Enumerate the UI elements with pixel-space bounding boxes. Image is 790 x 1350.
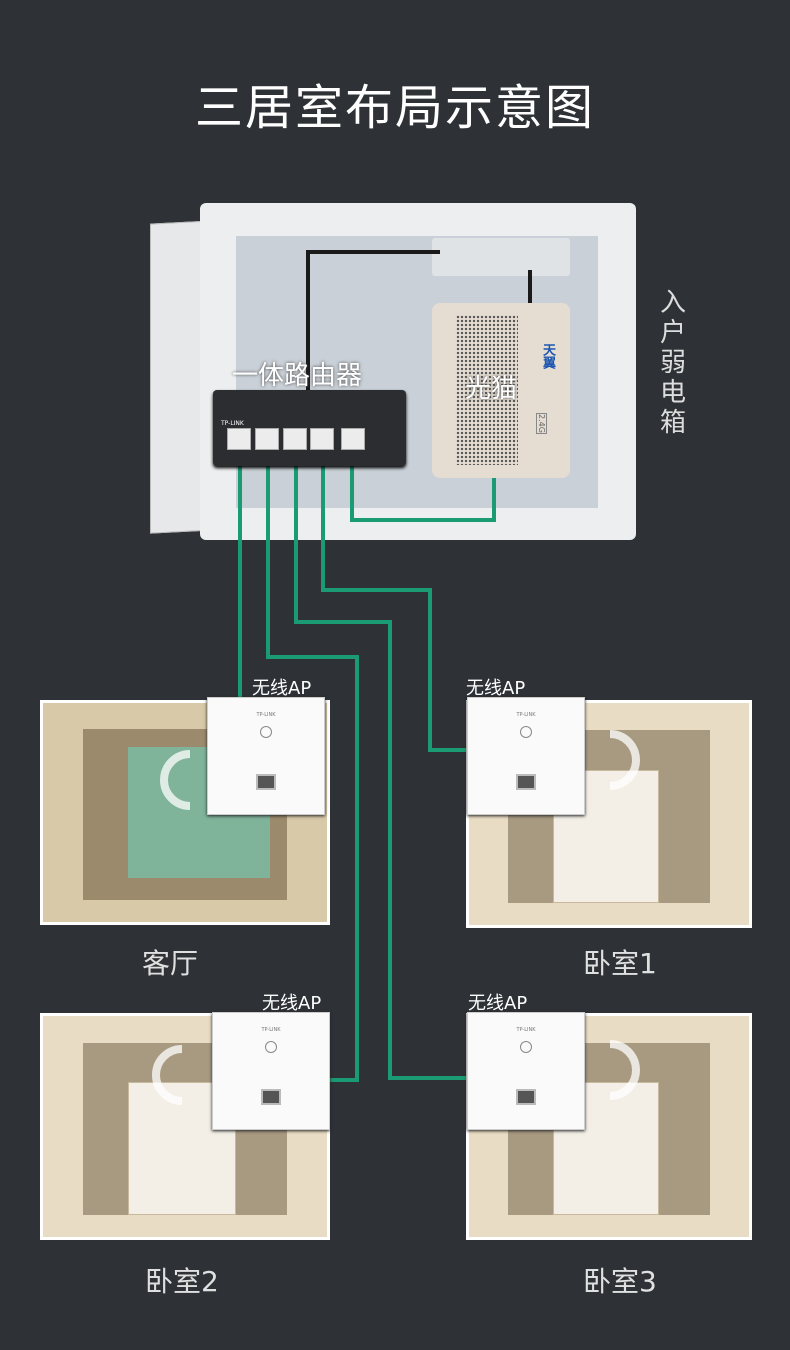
optical-modem: 天翼 2.4G [432,303,570,478]
cable-bedroom-1 [321,450,467,752]
cable-bedroom-2 [266,450,359,1082]
ap-label: 无线AP [262,993,322,1014]
cabinet-label: 入户弱电箱 [659,288,686,438]
room-label: 卧室2 [145,1265,219,1298]
cable-bedroom-3 [294,450,467,1080]
cable-wan-modem [350,450,496,522]
ap-label: 无线AP [252,678,312,699]
wan-port [341,428,365,450]
ethernet-port-icon [516,774,536,790]
modem-badge: 2.4G [536,413,547,434]
power-cable-router [306,250,440,390]
room-label: 卧室1 [583,947,657,980]
modem-brand: 天翼 [540,343,555,369]
router-brand: TP-LINK [221,420,244,427]
room-label: 客厅 [142,947,199,980]
router: TP-LINK [213,390,406,466]
wireless-ap-bedroom-2: TP-LINK [212,1012,330,1130]
page-title: 三居室布局示意图 [194,80,595,136]
ap-label: 无线AP [466,678,526,699]
lan-port-3 [283,428,307,450]
modem-label: 光猫 [465,374,518,404]
wireless-ap-living-room: TP-LINK [207,697,325,815]
ethernet-port-icon [516,1089,536,1105]
wireless-ap-bedroom-3: TP-LINK [467,1012,585,1130]
ethernet-port-icon [256,774,276,790]
power-strip [432,238,570,276]
room-label: 卧室3 [583,1265,657,1298]
ethernet-port-icon [261,1089,281,1105]
router-label: 一体路由器 [232,361,363,391]
lan-port-1 [227,428,251,450]
lan-port-4 [310,428,334,450]
wireless-ap-bedroom-1: TP-LINK [467,697,585,815]
room-bedroom-3 [466,1013,752,1240]
ap-label: 无线AP [468,993,528,1014]
lan-port-2 [255,428,279,450]
